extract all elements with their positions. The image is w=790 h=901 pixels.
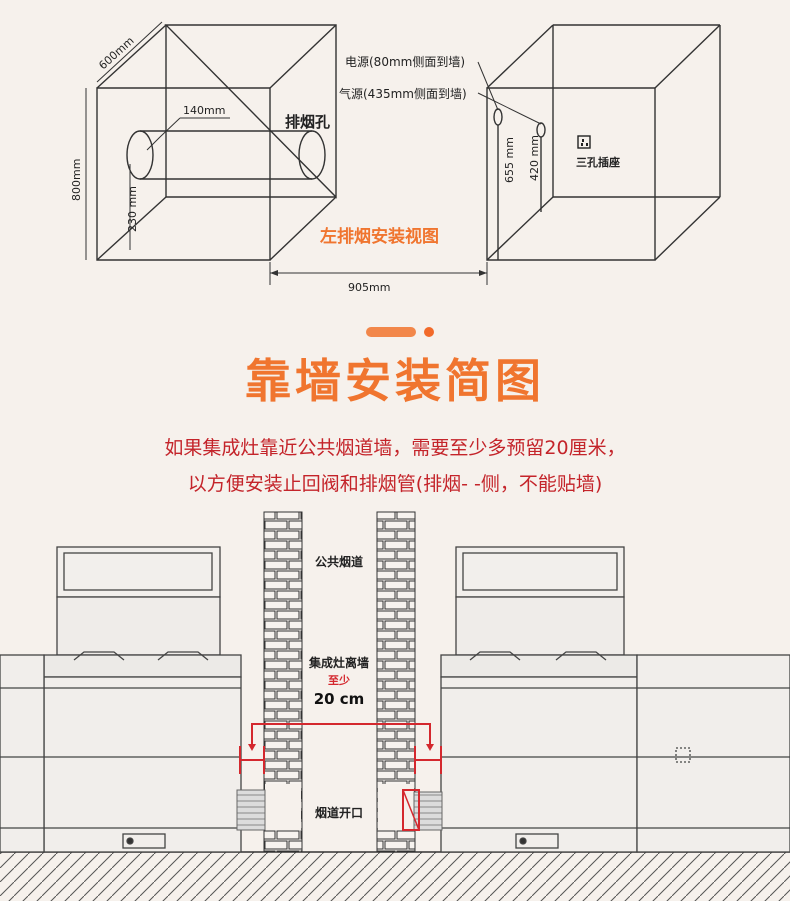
floor-hatch	[0, 852, 790, 901]
left-exhaust-3d-view: 600mm 800mm 140mm 230 mm 排烟孔 电源(80mm侧面到墙…	[70, 21, 721, 294]
note-line-2: 以方便安装止回阀和排烟管(排烟- -侧，不能贴墙)	[187, 473, 603, 495]
dim-gas-height-label: 420 mm	[528, 135, 541, 181]
flue-opening-right	[378, 784, 414, 830]
smoke-hole-label: 排烟孔	[285, 113, 330, 131]
left-integrated-stove	[43, 546, 242, 853]
distance-value: 20 cm	[314, 690, 365, 708]
left-exhaust-pipe	[236, 789, 266, 831]
min-label: 至少	[328, 673, 350, 687]
flue-opening-left	[265, 784, 301, 830]
public-flue-label: 公共烟道	[315, 554, 363, 569]
left-box-back-edges	[164, 24, 337, 199]
dim-pipe-height-label: 230 mm	[126, 186, 139, 232]
heading-decor-dot	[424, 327, 434, 337]
socket-label: 三孔插座	[576, 155, 620, 169]
right-side-cabinet	[636, 654, 790, 853]
dim-width-label: 905mm	[348, 281, 390, 294]
pipe-outlet-ellipse	[298, 130, 326, 180]
section-title: 靠墙安装简图	[245, 354, 545, 408]
dim-height-label: 800mm	[70, 159, 83, 201]
right-integrated-stove	[440, 546, 638, 853]
distance-label: 集成灶离墙	[308, 655, 369, 670]
power-source-label: 电源(80mm侧面到墙)	[345, 55, 465, 69]
three-hole-socket-icon	[577, 135, 591, 149]
note-line-1: 如果集成灶靠近公共烟道墙，需要至少多预留20厘米，	[164, 437, 626, 459]
clearance-markers	[239, 723, 442, 774]
right-check-valve	[402, 789, 420, 831]
left-side-cabinet	[0, 654, 45, 853]
view-title: 左排烟安装视图	[320, 226, 439, 247]
flue-opening-label: 烟道开口	[315, 805, 363, 820]
heading-decor-bar	[366, 327, 416, 337]
gas-source-label: 气源(435mm侧面到墙)	[339, 86, 467, 101]
dim-pipe-length-label: 140mm	[183, 104, 225, 117]
dim-power-height-label: 655 mm	[503, 137, 516, 183]
